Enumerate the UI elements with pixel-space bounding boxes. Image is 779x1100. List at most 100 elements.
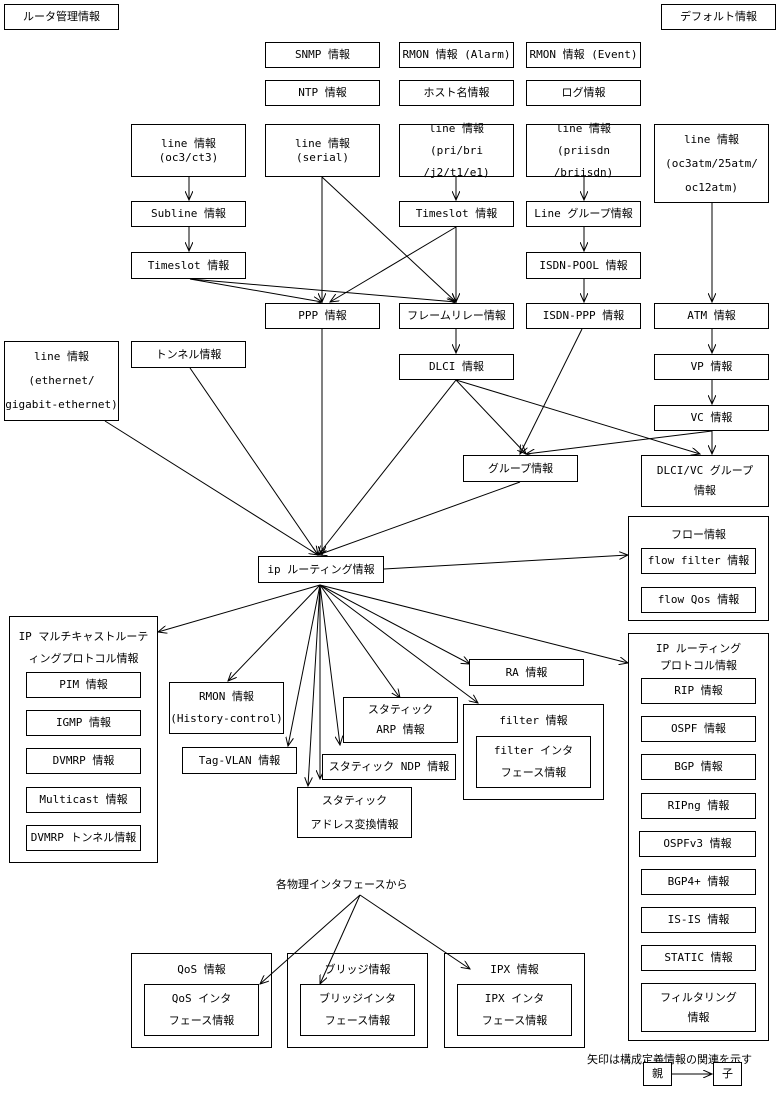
dvmrp-box: DVMRP 情報 bbox=[26, 748, 141, 774]
ip-routing-protocol-title: IP ルーティング プロトコル情報 bbox=[655, 642, 742, 672]
static-arp-box: スタティック ARP 情報 bbox=[343, 697, 458, 743]
qos-group-title: QoS 情報 bbox=[177, 963, 226, 976]
rmon-history-box: RMON 情報 (History-control) bbox=[169, 682, 284, 734]
vp-box: VP 情報 bbox=[654, 354, 769, 380]
arrow bbox=[526, 430, 713, 454]
arrow bbox=[228, 584, 321, 681]
ip-routing-protocol-group bbox=[628, 633, 769, 1041]
bridge-interface-box: ブリッジインタ フェース情報 bbox=[300, 984, 415, 1036]
line-oc3-ct3-box: line 情報 (oc3/ct3) bbox=[131, 124, 246, 177]
atm-box: ATM 情報 bbox=[654, 303, 769, 329]
multicast-group bbox=[9, 616, 158, 863]
arrow bbox=[189, 278, 322, 302]
static-nat-box: スタティック アドレス変換情報 bbox=[297, 787, 412, 838]
legend-text: 矢印は構成定義情報の関連を示す bbox=[587, 1053, 752, 1066]
arrow bbox=[319, 584, 478, 703]
ipx-group bbox=[444, 953, 585, 1048]
router-mgmt-box: ルータ管理情報 bbox=[4, 4, 119, 30]
ntp-box: NTP 情報 bbox=[265, 80, 380, 106]
arrow bbox=[319, 584, 400, 698]
rmon-alarm-box: RMON 情報 (Alarm) bbox=[399, 42, 514, 68]
rmon-event-box: RMON 情報 (Event) bbox=[526, 42, 641, 68]
ra-box: RA 情報 bbox=[469, 659, 584, 686]
pim-box: PIM 情報 bbox=[26, 672, 141, 698]
multicast-group-title: IP マルチキャストルーテ ィングプロトコル情報 bbox=[18, 630, 149, 665]
isdn-ppp-box: ISDN-PPP 情報 bbox=[526, 303, 641, 329]
legend-parent-box: 親 bbox=[643, 1062, 672, 1086]
filtering-box: フィルタリング 情報 bbox=[641, 983, 756, 1032]
timeslot-box-1: Timeslot 情報 bbox=[399, 201, 514, 227]
subline-box: Subline 情報 bbox=[131, 201, 246, 227]
dvmrp-tunnel-box: DVMRP トンネル情報 bbox=[26, 825, 141, 851]
log-box: ログ情報 bbox=[526, 80, 641, 106]
igmp-box: IGMP 情報 bbox=[26, 710, 141, 736]
line-oc3atm-box: line 情報 (oc3atm/25atm/ oc12atm) bbox=[654, 124, 769, 203]
dlci-box: DLCI 情報 bbox=[399, 354, 514, 380]
timeslot-box-2: Timeslot 情報 bbox=[131, 252, 246, 279]
qos-interface-box: QoS インタ フェース情報 bbox=[144, 984, 259, 1036]
isdn-pool-box: ISDN-POOL 情報 bbox=[526, 252, 641, 279]
ipx-group-title: IPX 情報 bbox=[490, 963, 539, 976]
bgp4plus-box: BGP4+ 情報 bbox=[641, 869, 756, 895]
flow-group bbox=[628, 516, 769, 621]
group-box: グループ情報 bbox=[463, 455, 578, 482]
line-ethernet-box: line 情報 (ethernet/ gigabit-ethernet) bbox=[4, 341, 119, 421]
ppp-box: PPP 情報 bbox=[265, 303, 380, 329]
bridge-group bbox=[287, 953, 428, 1048]
arrow bbox=[318, 481, 521, 555]
bgp-box: BGP 情報 bbox=[641, 754, 756, 780]
ipx-interface-box: IPX インタ フェース情報 bbox=[457, 984, 572, 1036]
snmp-box: SNMP 情報 bbox=[265, 42, 380, 68]
arrow bbox=[359, 894, 470, 969]
bridge-group-title: ブリッジ情報 bbox=[324, 963, 391, 976]
frame-relay-box: フレームリレー情報 bbox=[399, 303, 514, 329]
arrow bbox=[319, 584, 470, 664]
static-route-box: STATIC 情報 bbox=[641, 945, 756, 971]
arrow bbox=[260, 894, 361, 984]
arrow bbox=[104, 420, 318, 555]
arrow bbox=[189, 367, 318, 555]
line-priisdn-box: line 情報 (priisdn /briisdn) bbox=[526, 122, 641, 179]
arrow bbox=[455, 379, 700, 454]
tunnel-box: トンネル情報 bbox=[131, 341, 246, 368]
flow-qos-box: flow Qos 情報 bbox=[641, 587, 756, 613]
vc-box: VC 情報 bbox=[654, 405, 769, 431]
arrow bbox=[189, 278, 456, 302]
arrow bbox=[321, 176, 456, 302]
arrow bbox=[158, 584, 321, 632]
filter-interface-box: filter インタ フェース情報 bbox=[476, 736, 591, 788]
multicast-box: Multicast 情報 bbox=[26, 787, 141, 813]
hostname-box: ホスト名情報 bbox=[399, 80, 514, 106]
flow-filter-box: flow filter 情報 bbox=[641, 548, 756, 574]
line-pri-box: line 情報 (pri/bri /j2/t1/e1) bbox=[399, 122, 514, 179]
arrow bbox=[319, 584, 628, 663]
rip-box: RIP 情報 bbox=[641, 678, 756, 704]
tag-vlan-box: Tag-VLAN 情報 bbox=[182, 747, 297, 774]
qos-group bbox=[131, 953, 272, 1048]
dlci-vc-group-box: DLCI/VC グループ 情報 bbox=[641, 455, 769, 507]
arrow bbox=[318, 379, 457, 555]
line-serial-box: line 情報 (serial) bbox=[265, 124, 380, 177]
isis-box: IS-IS 情報 bbox=[641, 907, 756, 933]
arrow bbox=[288, 584, 321, 746]
arrow bbox=[520, 328, 583, 454]
line-group-box: Line グループ情報 bbox=[526, 201, 641, 227]
arrow bbox=[455, 379, 526, 454]
default-info-box: デフォルト情報 bbox=[661, 4, 776, 30]
ospfv3-box: OSPFv3 情報 bbox=[639, 831, 756, 857]
arrow bbox=[319, 584, 340, 745]
legend-child-box: 子 bbox=[713, 1062, 742, 1086]
arrow bbox=[320, 894, 361, 984]
arrow bbox=[308, 584, 321, 786]
ospf-box: OSPF 情報 bbox=[641, 716, 756, 742]
from-physical-label: 各物理インタフェースから bbox=[276, 878, 408, 891]
arrow bbox=[383, 555, 628, 570]
filter-group bbox=[463, 704, 604, 800]
ripng-box: RIPng 情報 bbox=[641, 793, 756, 819]
static-ndp-box: スタティック NDP 情報 bbox=[322, 754, 456, 780]
ip-routing-box: ip ルーティング情報 bbox=[258, 556, 384, 583]
arrow bbox=[330, 226, 457, 302]
flow-group-title: フロー情報 bbox=[671, 528, 726, 541]
